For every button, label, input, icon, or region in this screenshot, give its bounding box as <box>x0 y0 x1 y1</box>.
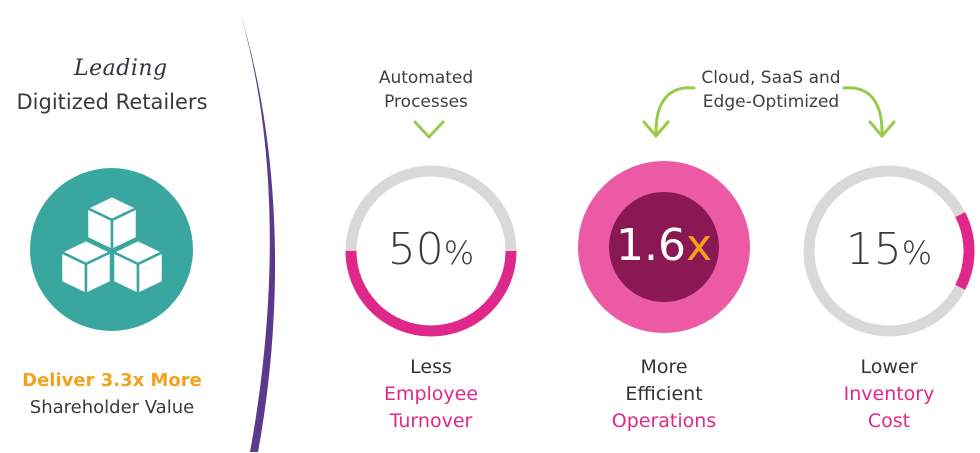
label-line: More <box>640 356 688 378</box>
digitized-retailers-title: Digitized Retailers <box>16 90 208 114</box>
value-unit: % <box>443 234 475 272</box>
label-efficiency: More Efficient Operations <box>577 354 751 435</box>
value-unit: x <box>685 220 713 271</box>
teal-icon-circle <box>30 168 193 331</box>
curved-arrow-right-icon <box>842 86 896 138</box>
value-number: 15 <box>845 224 902 275</box>
label-line-highlight: Turnover <box>389 410 473 432</box>
check-arrow-icon <box>413 120 445 139</box>
curved-arrow-left-icon <box>642 86 696 138</box>
value-unit: % <box>901 234 933 272</box>
caption-line: Automated <box>378 68 474 88</box>
caption-line: Edge-Optimized <box>702 92 840 112</box>
label-line-highlight: Employee <box>383 383 479 405</box>
metric-value-inventory: 15% <box>802 224 976 275</box>
label-line: Lower <box>860 356 918 378</box>
value-number: 1.6 <box>615 220 686 271</box>
cloud-saas-caption: Cloud, SaaS and Edge-Optimized <box>686 66 856 114</box>
label-line-highlight: Cost <box>867 410 911 432</box>
ring-progress <box>345 165 517 337</box>
metric-value-efficiency: 1.6x <box>577 220 751 271</box>
ring-inventory <box>803 165 975 337</box>
automated-processes-caption: Automated Processes <box>356 66 496 114</box>
shareholder-value-text: Shareholder Value <box>29 397 195 418</box>
label-line: Less <box>410 356 452 378</box>
circle-efficiency <box>578 161 750 333</box>
ring-turnover <box>345 165 517 337</box>
leading-label: Leading <box>74 56 168 81</box>
value-number: 50 <box>387 224 444 275</box>
caption-line: Cloud, SaaS and <box>701 68 841 88</box>
inner-purple-disc <box>609 192 719 302</box>
stacked-boxes-icon <box>59 194 165 296</box>
label-inventory: Lower Inventory Cost <box>802 354 976 435</box>
label-turnover: Less Employee Turnover <box>344 354 518 435</box>
metric-value-turnover: 50% <box>344 224 518 275</box>
divider-arc <box>240 12 276 452</box>
label-line-highlight: Inventory <box>843 383 935 405</box>
deliver-highlight: Deliver 3.3x More <box>22 370 202 391</box>
caption-line: Processes <box>384 92 468 112</box>
label-line: Efficient <box>625 383 703 405</box>
label-line-highlight: Operations <box>611 410 717 432</box>
